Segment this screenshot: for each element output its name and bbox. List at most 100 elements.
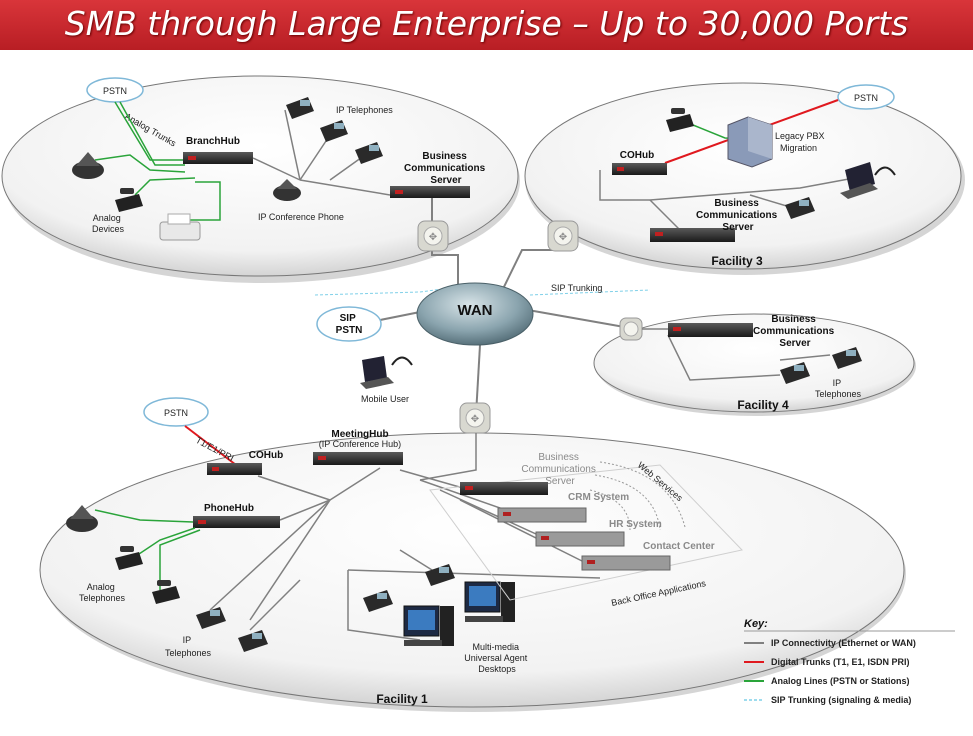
agent-desktops-label: Multi-media Universal Agent Desktops (464, 642, 530, 674)
branch-oval (1, 75, 520, 283)
facility1-label: Facility 1 (376, 692, 428, 706)
analog-phone-icon (152, 580, 180, 604)
key-title: Key: (744, 618, 768, 630)
facility1-oval (39, 432, 906, 712)
ip-conference-phone-label: IP Conference Phone (258, 212, 344, 222)
bcs-label: Business Communications Server (521, 452, 598, 487)
contact-center-label: Contact Center (643, 541, 715, 552)
ip-phone-icon (286, 97, 314, 119)
analog-phone-icon (115, 546, 143, 570)
sip-trunking-label: SIP Trunking (551, 283, 602, 293)
pstn-cloud-icon: PSTN (86, 77, 144, 103)
svg-text:✥: ✥ (429, 232, 437, 243)
pstn-cloud-icon: PSTN (143, 397, 209, 427)
sip-trunk-link-east (529, 289, 651, 296)
router-icon: ✥ (547, 220, 579, 252)
analog-lines (94, 509, 201, 590)
analog-telephones-label: Analog Telephones (79, 582, 126, 603)
crm-server-icon (497, 507, 587, 523)
meetinghub-device-icon (313, 452, 403, 465)
ip-telephones-label: IP Telephones (815, 378, 862, 399)
facility3-ip-links (599, 170, 866, 231)
analog-phone-icon (115, 188, 143, 212)
ip-phone-icon (785, 197, 815, 219)
ip-phone-icon (832, 347, 862, 369)
key-item: SIP Trunking (signaling & media) (744, 695, 911, 705)
pstn-cloud-icon: PSTN (837, 84, 895, 110)
legend-key: Key: IP Connectivity (Ethernet or WAN) D… (744, 618, 955, 705)
ip-phone-icon (425, 564, 455, 586)
title-banner: SMB through Large Enterprise – Up to 30,… (0, 0, 973, 50)
ip-phone-icon (238, 630, 268, 652)
svg-text:PSTN: PSTN (854, 93, 878, 103)
svg-text:Digital Trunks (T1, E1, ISDN P: Digital Trunks (T1, E1, ISDN PRI) (771, 657, 910, 667)
analog-lines (94, 101, 221, 221)
bcs-server-icon (460, 482, 548, 495)
meetinghub-sub-label: (IP Conference Hub) (319, 439, 401, 449)
conference-phone-icon (66, 505, 98, 532)
router-icon (619, 317, 643, 341)
analog-devices-label: Analog Devices (92, 213, 125, 234)
mobile-user-label: Mobile User (361, 394, 409, 404)
laptop-headset-icon (840, 162, 896, 199)
svg-text:✥: ✥ (559, 232, 567, 243)
svg-text:IP Connectivity (Ethernet or W: IP Connectivity (Ethernet or WAN) (771, 638, 916, 648)
ip-phone-icon (363, 590, 393, 612)
sip-pstn-cloud-icon: SIP PSTN (316, 306, 382, 342)
svg-text:SIP Trunking (signaling & medi: SIP Trunking (signaling & media) (771, 695, 911, 705)
wan-cloud: WAN (416, 282, 534, 346)
conference-phone-icon (273, 179, 301, 201)
ip-telephones-label: IP Telephones (165, 635, 212, 658)
ip-phone-icon (355, 142, 383, 164)
back-office-platform (429, 464, 743, 601)
cohub-device-icon (612, 163, 667, 175)
page-title: SMB through Large Enterprise – Up to 30,… (64, 4, 909, 43)
key-item: Digital Trunks (T1, E1, ISDN PRI) (744, 657, 910, 667)
digital-trunk-line (184, 425, 241, 469)
ip-phone-icon (320, 120, 348, 142)
bcs-label: Business Communications Server (753, 314, 837, 349)
ip-telephones-label: IP Telephones (336, 105, 393, 115)
ip-phone-icon (196, 607, 226, 629)
cohub-device-icon (207, 463, 262, 475)
legacy-pbx-label: Legacy PBX Migration (775, 131, 827, 153)
laptop-headset-icon (360, 356, 413, 389)
meetinghub-label: MeetingHub (331, 429, 388, 440)
crm-system-label: CRM System (568, 492, 629, 503)
conference-phone-icon (72, 152, 104, 179)
branchhub-device-icon (183, 152, 253, 164)
svg-text:PSTN: PSTN (164, 408, 188, 418)
t1-label: T1/E1/PRI (194, 435, 235, 463)
bcs-server-icon (390, 186, 470, 198)
phonehub-label: PhoneHub (204, 503, 254, 514)
facility3-oval (524, 82, 965, 275)
phonehub-device-icon (193, 516, 280, 528)
svg-text:✥: ✥ (471, 414, 479, 425)
bcs-server-icon (650, 228, 735, 242)
agent-desktop-icon (464, 581, 515, 622)
legacy-pbx-icon (727, 116, 773, 168)
analog-phone-icon (666, 108, 694, 132)
bcs-label: Business Communications Server (696, 198, 780, 233)
ip-phone-icon (780, 362, 810, 384)
svg-text:Analog Lines (PSTN or Stations: Analog Lines (PSTN or Stations) (771, 676, 910, 686)
facility4-label: Facility 4 (737, 398, 789, 412)
bcs-server-icon (668, 323, 753, 337)
hr-system-label: HR System (609, 519, 662, 530)
key-item: IP Connectivity (Ethernet or WAN) (744, 638, 916, 648)
fax-machine-icon (159, 213, 201, 241)
cohub-label: COHub (249, 450, 283, 461)
router-icon: ✥ (417, 220, 449, 252)
wan-label: WAN (458, 302, 493, 319)
facility4-ip-links (642, 328, 831, 381)
web-services-arcs (589, 461, 686, 531)
facility3-label: Facility 3 (711, 254, 763, 268)
svg-text:SIP PSTN: SIP PSTN (336, 313, 363, 336)
bcs-label: Business Communications Server (404, 151, 488, 186)
facility4-oval (593, 313, 916, 416)
contact-center-server-icon (581, 555, 671, 571)
pstn-label: PSTN (103, 86, 127, 96)
key-item: Analog Lines (PSTN or Stations) (744, 676, 910, 686)
agent-desktop-icon (403, 605, 454, 646)
